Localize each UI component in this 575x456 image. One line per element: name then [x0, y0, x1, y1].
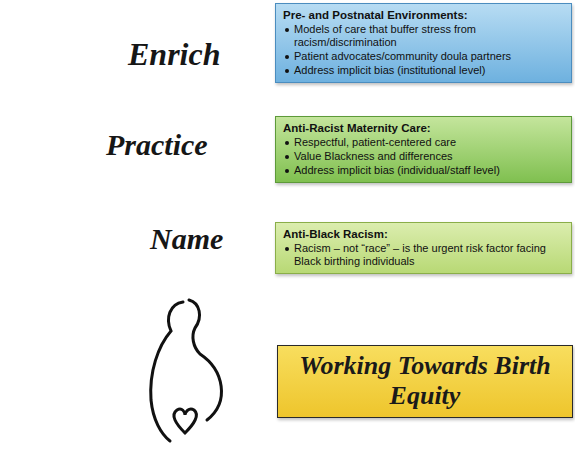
silhouette-strokes — [151, 300, 222, 441]
tier-label: Enrich — [128, 36, 220, 73]
nested-circle: PracticeAnti-Racist Maternity Care:Respe… — [53, 110, 397, 454]
bullet-item: Patient advocates/community doula partne… — [283, 50, 564, 63]
nested-circle: NameAnti-Black Racism:Racism – not “race… — [96, 207, 344, 455]
tier-label: Practice — [106, 128, 208, 162]
silhouette-back — [151, 302, 183, 441]
bullet-item: Value Blackness and differences — [283, 150, 564, 163]
nested-circle: EnrichPre- and Postnatal Environments:Mo… — [5, 5, 455, 455]
heart-symbol — [174, 409, 196, 433]
bullet-item: Racism – not “race” – is the urgent risk… — [283, 242, 564, 268]
goal-title: Working Towards Birth Equity — [285, 351, 565, 411]
bullet-item: Respectful, patient-centered care — [283, 136, 564, 149]
bullet-item: Address implicit bias (institutional lev… — [283, 64, 564, 77]
box-heading: Pre- and Postnatal Environments: — [283, 8, 564, 22]
detail-box: Anti-Racist Maternity Care:Respectful, p… — [275, 116, 572, 183]
box-heading: Anti-Racist Maternity Care: — [283, 121, 564, 135]
detail-box: Anti-Black Racism:Racism – not “race” – … — [275, 222, 572, 274]
bullet-item: Models of care that buffer stress from r… — [283, 23, 564, 49]
detail-box: Pre- and Postnatal Environments:Models o… — [275, 3, 572, 83]
nested-circle: Working Towards Birth Equity — [127, 288, 295, 456]
box-heading: Anti-Black Racism: — [283, 227, 564, 241]
silhouette-front — [189, 300, 221, 420]
circle-shape — [127, 288, 295, 456]
bullet-item: Address implicit bias (individual/staff … — [283, 164, 564, 177]
circle-outline — [129, 290, 294, 455]
tier-label: Name — [150, 222, 223, 256]
goal-box: Working Towards Birth Equity — [277, 345, 573, 418]
